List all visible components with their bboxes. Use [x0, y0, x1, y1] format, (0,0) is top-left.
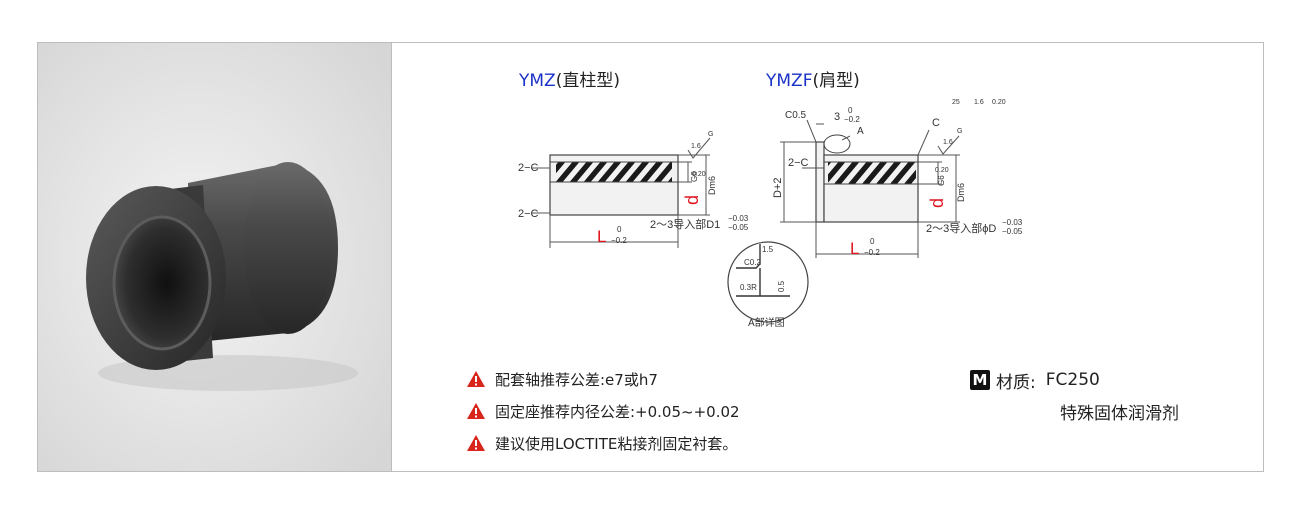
ymzf-roughness-25: 25 [952, 99, 960, 106]
ymzf-code: YMZF [766, 71, 813, 91]
note-item: 固定座推荐内径公差:+0.05~+0.02 [466, 398, 740, 424]
ymz-lead-tol-lower: −0.05 [728, 223, 749, 232]
ymz-drawing: 2−C 2−C L 0 −0.2 d G6 Dm6 1.6 G 0.20 2～3… [518, 131, 749, 248]
note-item: 配套轴推荐公差:e7或h7 [466, 366, 740, 392]
ymzf-chamfer: 2−C [788, 157, 809, 169]
ymz-code: YMZ [519, 71, 556, 91]
warning-icon [467, 371, 485, 387]
detail-03r: 0.3R [740, 283, 757, 292]
detail-05: 0.5 [777, 280, 786, 292]
product-frame [37, 42, 1264, 472]
ymzf-roughness-16-b: 1.6 [943, 139, 953, 146]
material-badge-icon: M [970, 370, 990, 390]
ymzf-lead-tol-lower: −0.05 [1002, 227, 1023, 236]
ymz-roughness-g: G [708, 131, 713, 138]
panel-divider [391, 43, 392, 471]
ymzf-detail-a-marker: A [857, 126, 864, 137]
ymz-L-tol-lower: −0.2 [611, 236, 627, 245]
material-value-1: FC250 [1045, 370, 1100, 390]
note-text: 建议使用LOCTITE粘接剂固定衬套。 [495, 434, 738, 453]
ymzf-three-tol-lower: −0.2 [844, 115, 860, 124]
ymz-bore-g6: G6 [690, 171, 699, 182]
ymzf-type-label: (肩型) [812, 71, 860, 91]
ymzf-bore-g6: G6 [937, 175, 946, 186]
ymz-bore-d: d [682, 195, 702, 205]
warning-icon [467, 403, 485, 419]
ymzf-bore-d: d [927, 198, 947, 208]
detail-caption: A部详图 [748, 316, 785, 329]
note-text: 固定座推荐内径公差:+0.05~+0.02 [495, 402, 740, 421]
ymzf-roughness-020-a: 0.20 [992, 99, 1006, 106]
ymzf-c05: C0.5 [785, 110, 807, 121]
ymz-outer-dm6: Dm6 [707, 176, 717, 195]
warning-icon [467, 435, 485, 451]
material-label: 材质: [996, 372, 1036, 393]
ymz-L-tol-upper: 0 [617, 225, 622, 234]
ymzf-three-tol-upper: 0 [848, 106, 853, 115]
product-photo [38, 43, 391, 471]
ymz-length-L: L [597, 227, 606, 246]
note-item: 建议使用LOCTITE粘接剂固定衬套。 [466, 430, 740, 456]
ymzf-roughness-16-a: 1.6 [974, 99, 984, 106]
ymzf-length-L: L [850, 239, 859, 258]
ymzf-c: C [932, 117, 940, 129]
ymzf-lead-in: 2～3导入部ϕD [926, 221, 996, 235]
ymzf-title: YMZF(肩型) [766, 66, 860, 91]
notes-list: 配套轴推荐公差:e7或h7 固定座推荐内径公差:+0.05~+0.02 建议使用… [466, 366, 740, 462]
ymz-title: YMZ(直柱型) [519, 66, 620, 91]
ymz-lead-in: 2～3导入部D1 [650, 217, 720, 231]
ymzf-flange-dplus2: D+2 [772, 178, 784, 199]
technical-drawings: 2−C 2−C L 0 −0.2 d G6 Dm6 1.6 G 0.20 2～3… [518, 99, 1023, 329]
ymzf-roughness-g: G [957, 128, 962, 135]
flanged-bushing-image [38, 43, 391, 471]
ymzf-outer-dm6: Dm6 [956, 183, 966, 202]
ymz-chamfer-bottom: 2−C [518, 208, 539, 220]
detail-15: 1.5 [762, 245, 774, 254]
ymzf-L-tol-lower: −0.2 [864, 248, 880, 257]
ymz-lead-tol-upper: −0.03 [728, 214, 749, 223]
ymzf-L-tol-upper: 0 [870, 237, 875, 246]
ymzf-drawing: D+2 C0.5 3 0 −0.2 A 2−C C 25 1.6 0.20 1.… [772, 99, 1023, 258]
detail-c02: C0.2 [744, 258, 761, 267]
ymz-bore-roughness: 0.20 [692, 171, 706, 178]
material-value-2: 特殊固体润滑剂 [1060, 404, 1179, 424]
ymz-roughness-16: 1.6 [691, 143, 701, 150]
ymzf-three: 3 [834, 111, 840, 123]
note-text: 配套轴推荐公差:e7或h7 [495, 370, 658, 389]
ymz-type-label: (直柱型) [555, 71, 620, 91]
material-info: M 材质: FC250 特殊固体润滑剂 [970, 367, 1179, 424]
ymz-chamfer-top: 2−C [518, 162, 539, 174]
detail-a: C0.2 0.3R 1.5 0.5 A部详图 [727, 241, 809, 329]
ymzf-bore-roughness: 0.20 [935, 167, 949, 174]
ymzf-lead-tol-upper: −0.03 [1002, 218, 1023, 227]
